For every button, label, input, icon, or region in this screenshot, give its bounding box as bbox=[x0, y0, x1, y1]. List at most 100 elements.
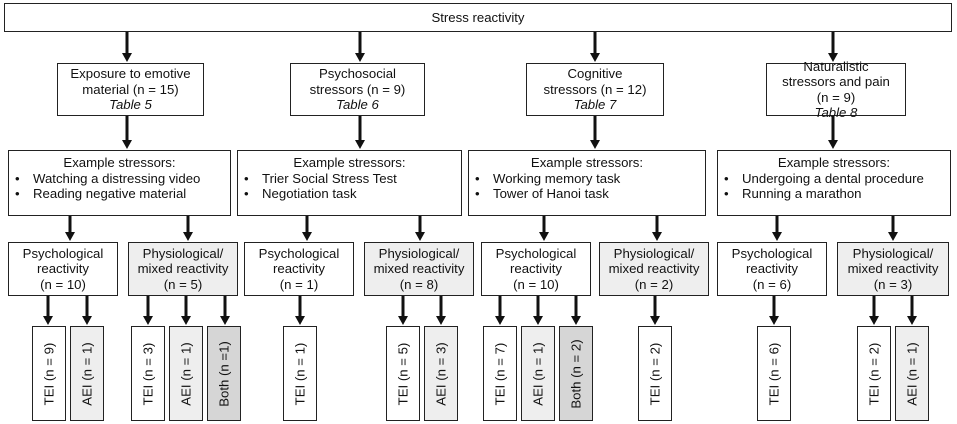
leaf-tei: TEI (n = 3) bbox=[131, 326, 165, 421]
example-item: •Trier Social Stress Test bbox=[244, 170, 397, 186]
leaf-aei: AEI (n = 1) bbox=[70, 326, 104, 421]
arrow-head bbox=[143, 316, 153, 325]
leaf-tei: TEI (n = 2) bbox=[638, 326, 672, 421]
category-table-ref: Table 6 bbox=[336, 97, 379, 113]
example-item: •Working memory task bbox=[475, 170, 621, 186]
arrow-head bbox=[122, 140, 132, 149]
leaf-tei: TEI (n = 9) bbox=[32, 326, 66, 421]
category-title: Naturalistic stressors and pain (n = 9) bbox=[782, 58, 890, 105]
arrow-head bbox=[181, 316, 191, 325]
example-item: •Running a marathon bbox=[724, 186, 862, 201]
outcome-count: (n = 6) bbox=[752, 276, 792, 292]
arrow-head bbox=[590, 53, 600, 62]
arrow-head bbox=[539, 232, 549, 241]
category-table-ref: Table 5 bbox=[109, 97, 152, 113]
example-item: •Watching a distressing video bbox=[15, 170, 201, 186]
outcome-count: (n = 10) bbox=[513, 276, 559, 292]
example-item: •Undergoing a dental procedure bbox=[724, 170, 924, 186]
outcome-label: Physiological/ mixed reactivity bbox=[373, 245, 465, 277]
arrow-head bbox=[907, 316, 917, 325]
arrow-head bbox=[888, 232, 898, 241]
examples-heading: Example stressors: bbox=[63, 155, 176, 170]
examples-heading: Example stressors: bbox=[777, 155, 891, 170]
example-item: •Negotiation task bbox=[244, 186, 357, 201]
arrow-head bbox=[571, 316, 581, 325]
category-naturalistic: Naturalistic stressors and pain (n = 9) … bbox=[766, 59, 906, 120]
arrow-head bbox=[533, 316, 543, 325]
arrow-head bbox=[415, 232, 425, 241]
arrow-head bbox=[302, 232, 312, 241]
arrow-head bbox=[590, 140, 600, 149]
outcome-label: Physiological/ mixed reactivity bbox=[137, 245, 229, 277]
arrow-head bbox=[295, 316, 305, 325]
outcome-count: (n = 8) bbox=[399, 276, 439, 292]
category-table-ref: Table 8 bbox=[814, 105, 858, 120]
outcome-label: Psychological reactivity bbox=[22, 245, 104, 277]
category-emotive-material: Exposure to emotive material (n = 15) Ta… bbox=[57, 63, 204, 116]
leaf-both: Both (n =1) bbox=[207, 326, 241, 421]
outcome-count: (n = 3) bbox=[873, 276, 913, 292]
category-psychosocial: Psychosocial stressors (n = 9) Table 6 bbox=[290, 63, 425, 116]
outcome-count: (n = 1) bbox=[279, 276, 319, 292]
arrow-head bbox=[355, 53, 365, 62]
outcome-count: (n = 10) bbox=[40, 276, 86, 292]
outcome-label: Physiological/ mixed reactivity bbox=[608, 245, 700, 277]
arrow-head bbox=[769, 316, 779, 325]
leaf-tei: TEI (n = 6) bbox=[757, 326, 791, 421]
leaf-aei: AEI (n = 1) bbox=[895, 326, 929, 421]
category-title: Exposure to emotive material (n = 15) bbox=[70, 66, 191, 97]
arrow-head bbox=[183, 232, 193, 241]
arrow-head bbox=[828, 140, 838, 149]
examples-heading: Example stressors: bbox=[293, 155, 406, 170]
arrow-head bbox=[869, 316, 879, 325]
outcome-count: (n = 2) bbox=[634, 276, 674, 292]
outcome-physiological-naturalistic: Physiological/ mixed reactivity (n = 3) bbox=[837, 242, 949, 296]
root-node: Stress reactivity bbox=[4, 3, 952, 32]
leaf-tei: TEI (n = 2) bbox=[857, 326, 891, 421]
outcome-psychological-psychosocial: Psychological reactivity (n = 1) bbox=[244, 242, 354, 296]
arrow-head bbox=[355, 140, 365, 149]
examples-heading: Example stressors: bbox=[530, 155, 644, 170]
category-table-ref: Table 7 bbox=[573, 97, 617, 113]
example-item: •Reading negative material bbox=[15, 186, 187, 201]
leaf-tei: TEI (n = 1) bbox=[283, 326, 317, 421]
category-cognitive: Cognitive stressors (n = 12) Table 7 bbox=[526, 63, 664, 116]
outcome-psychological-emotive: Psychological reactivity (n = 10) bbox=[8, 242, 118, 296]
category-title: Cognitive stressors (n = 12) bbox=[543, 66, 647, 97]
arrow-head bbox=[772, 232, 782, 241]
outcome-label: Physiological/ mixed reactivity bbox=[847, 245, 939, 277]
arrow-head bbox=[436, 316, 446, 325]
examples-box-cognitive: Example stressors: •Working memory task … bbox=[468, 150, 706, 216]
arrow-head bbox=[43, 316, 53, 325]
outcome-label: Psychological reactivity bbox=[731, 245, 813, 277]
outcome-physiological-emotive: Physiological/ mixed reactivity (n = 5) bbox=[128, 242, 238, 296]
arrow-head bbox=[65, 232, 75, 241]
outcome-count: (n = 5) bbox=[163, 276, 203, 292]
outcome-physiological-cognitive: Physiological/ mixed reactivity (n = 2) bbox=[599, 242, 709, 296]
category-title: Psychosocial stressors (n = 9) bbox=[309, 66, 406, 97]
outcome-psychological-naturalistic: Psychological reactivity (n = 6) bbox=[717, 242, 827, 296]
outcome-physiological-psychosocial: Physiological/ mixed reactivity (n = 8) bbox=[364, 242, 474, 296]
example-item: •Tower of Hanoi task bbox=[475, 186, 609, 201]
examples-box-psychosocial: Example stressors: •Trier Social Stress … bbox=[237, 150, 462, 216]
arrow-head bbox=[220, 316, 230, 325]
arrow-head bbox=[652, 232, 662, 241]
outcome-label: Psychological reactivity bbox=[495, 245, 577, 277]
arrow-head bbox=[398, 316, 408, 325]
arrow-head bbox=[650, 316, 660, 325]
arrow-head bbox=[122, 53, 132, 62]
examples-box-naturalistic: Example stressors: •Undergoing a dental … bbox=[717, 150, 951, 216]
arrow-head bbox=[82, 316, 92, 325]
leaf-both: Both (n = 2) bbox=[559, 326, 593, 421]
outcome-label: Psychological reactivity bbox=[258, 245, 340, 277]
arrow-head bbox=[828, 53, 838, 62]
leaf-aei: AEI (n = 1) bbox=[521, 326, 555, 421]
examples-box-emotive: Example stressors: •Watching a distressi… bbox=[8, 150, 231, 216]
leaf-aei: AEI (n = 3) bbox=[424, 326, 458, 421]
root-label: Stress reactivity bbox=[431, 9, 525, 25]
arrow-head bbox=[495, 316, 505, 325]
leaf-aei: AEI (n = 1) bbox=[169, 326, 203, 421]
outcome-psychological-cognitive: Psychological reactivity (n = 10) bbox=[481, 242, 591, 296]
